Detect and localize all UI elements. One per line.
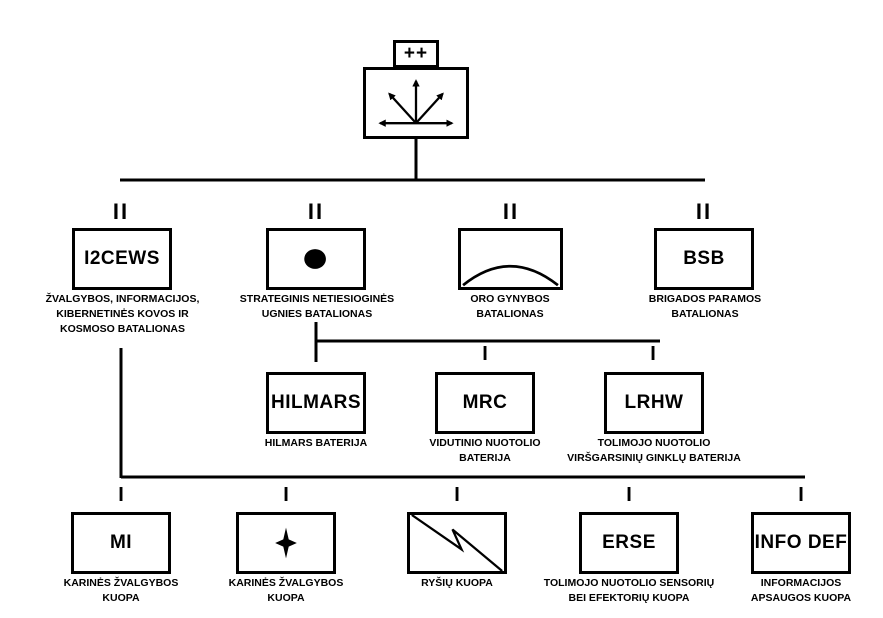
- battalion-echelon: II: [307, 199, 325, 224]
- company-echelon: I: [626, 484, 632, 506]
- multi-arrow-icon: [378, 79, 454, 127]
- company-caption: KARINĖS ŽVALGYBOS KUOPA: [63, 577, 179, 604]
- battery-caption: VIDUTINIO NUOTOLIO BATERIJA: [429, 437, 541, 464]
- battery-mrc-box: MRC: [435, 372, 535, 434]
- filled-circle-icon: [304, 249, 326, 269]
- company-intel-box: [236, 512, 336, 574]
- air-defense-arc-icon: [462, 265, 559, 287]
- unit-abbreviation: INFO DEF: [754, 532, 848, 553]
- battery-echelon: I: [313, 343, 319, 365]
- battalion-echelon: II: [695, 199, 713, 224]
- company-echelon: I: [118, 484, 124, 506]
- battery-echelon: I: [482, 343, 488, 365]
- company-info-def-box: INFO DEF: [751, 512, 851, 574]
- company-caption: RYŠIŲ KUOPA: [421, 577, 493, 589]
- company-caption: TOLIMOJO NUOTOLIO SENSORIŲ BEI EFEKTORIŲ…: [543, 577, 715, 604]
- battery-echelon: I: [650, 343, 656, 365]
- unit-abbreviation: ERSE: [602, 532, 656, 553]
- unit-abbreviation: HILMARS: [270, 392, 362, 413]
- battery-caption: HILMARS BATERIJA: [264, 437, 368, 449]
- signal-zigzag-icon: [411, 515, 503, 571]
- unit-abbreviation: LRHW: [624, 392, 684, 413]
- battalion-bsb-box: BSB: [654, 228, 754, 290]
- hq-echelon-box: ++: [393, 40, 439, 68]
- battalion-air-defense-box: [458, 228, 563, 290]
- hq-echelon-mark: ++: [403, 43, 429, 64]
- hq-unit-box: [363, 67, 469, 139]
- battalion-i2cews-box: I2CEWS: [72, 228, 172, 290]
- company-caption: INFORMACIJOS APSAUGOS KUOPA: [750, 577, 852, 604]
- unit-abbreviation: MRC: [462, 392, 508, 413]
- battalion-fires-box: [266, 228, 366, 290]
- battalion-caption: ORO GYNYBOS BATALIONAS: [470, 293, 550, 320]
- company-echelon: I: [798, 484, 804, 506]
- battalion-echelon: II: [112, 199, 130, 224]
- battalion-caption: BRIGADOS PARAMOS BATALIONAS: [648, 293, 762, 320]
- battalion-caption: STRATEGINIS NETIESIOGINĖS UGNIES BATALIO…: [239, 293, 395, 320]
- unit-abbreviation: BSB: [683, 248, 725, 269]
- company-signal-box: [407, 512, 507, 574]
- company-echelon: I: [283, 484, 289, 506]
- battery-caption: TOLIMOJO NUOTOLIO VIRŠGARSINIŲ GINKLŲ BA…: [567, 437, 741, 464]
- company-erse-box: ERSE: [579, 512, 679, 574]
- battery-lrhw-box: LRHW: [604, 372, 704, 434]
- unit-abbreviation: MI: [109, 532, 133, 553]
- star-flash-icon: [275, 527, 297, 559]
- company-echelon: I: [454, 484, 460, 506]
- battalion-echelon: II: [502, 199, 520, 224]
- company-caption: KARINĖS ŽVALGYBOS KUOPA: [228, 577, 344, 604]
- battalion-caption: ŽVALGYBOS, INFORMACIJOS, KIBERNETINĖS KO…: [45, 293, 200, 335]
- battery-hilmars-box: HILMARS: [266, 372, 366, 434]
- unit-abbreviation: I2CEWS: [84, 248, 160, 269]
- company-mi-box: MI: [71, 512, 171, 574]
